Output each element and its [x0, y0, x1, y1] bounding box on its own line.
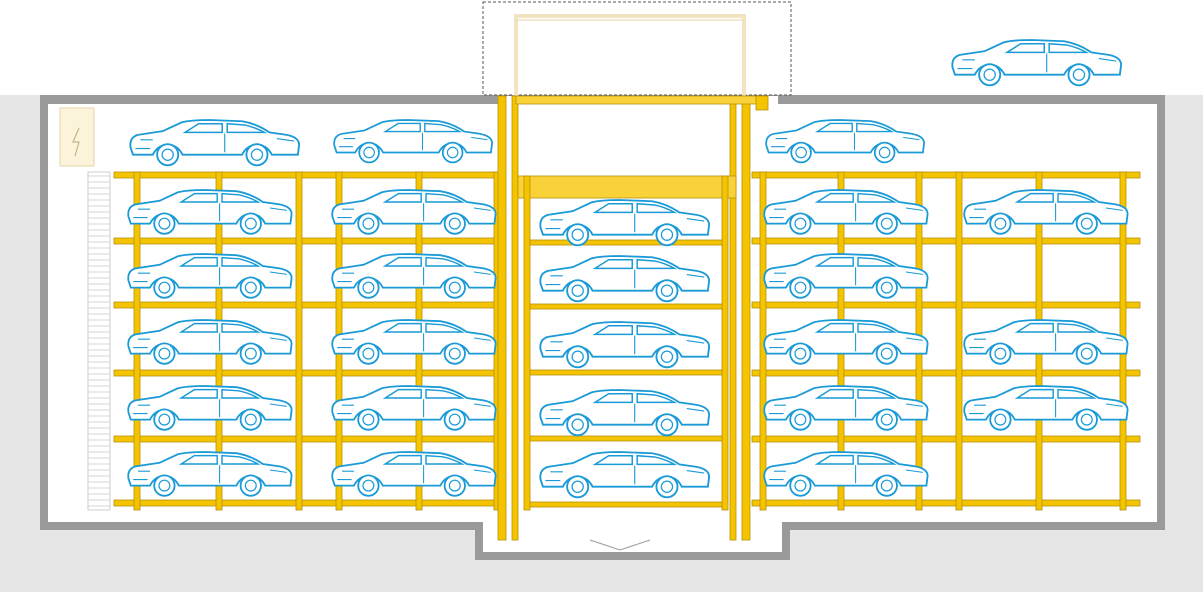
- lift-pallet: [529, 303, 723, 310]
- electrical-cabinet: [59, 107, 95, 167]
- pallet-beam-right: [751, 369, 1141, 377]
- lift-carriage-post-left: [523, 175, 531, 511]
- lift-column-right-inner: [729, 95, 737, 541]
- pallet-beam-right: [751, 499, 1141, 507]
- lift-pallet: [529, 369, 723, 376]
- car-icon: [951, 39, 1123, 87]
- pallet-beam-right: [751, 301, 1141, 309]
- pallet-beam-right: [751, 237, 1141, 245]
- pallet-beam-right: [751, 435, 1141, 443]
- lift-drive-unit: [755, 95, 769, 111]
- lift-pallet: [529, 239, 723, 246]
- pallet-beam-right: [751, 171, 1141, 179]
- service-stair: [87, 171, 111, 511]
- stair-frame: [87, 171, 111, 511]
- pallet-beam-left: [113, 171, 501, 179]
- entrance-hatch-outline: [482, 1, 792, 96]
- rack-post-right: [955, 171, 963, 511]
- lift-column-left: [497, 95, 507, 541]
- entrance-door-frame: [514, 14, 746, 100]
- lift-carriage-post-right: [721, 175, 729, 511]
- pallet-beam-left: [113, 369, 501, 377]
- lift-column-left-inner: [511, 95, 519, 541]
- lift-top-beam: [515, 95, 767, 105]
- pallet-beam-left: [113, 237, 501, 245]
- lightning-bolt-icon: [72, 127, 80, 157]
- rack-post-left: [295, 171, 303, 511]
- pallet-beam-left: [113, 301, 501, 309]
- pallet-beam-left: [113, 499, 501, 507]
- lift-pallet: [529, 435, 723, 442]
- pallet-beam-left: [113, 435, 501, 443]
- lift-carriage-beam: [517, 175, 737, 199]
- lift-pallet: [529, 501, 723, 508]
- lift-column-right: [741, 95, 751, 541]
- pit-sump: [589, 539, 651, 551]
